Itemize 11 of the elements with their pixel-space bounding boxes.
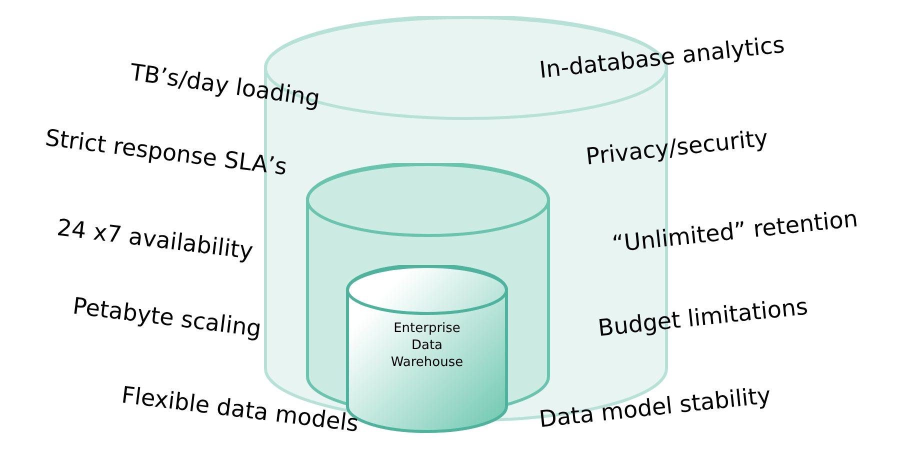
feature-label: Privacy/security (584, 124, 770, 172)
feature-label: 24 x7 availability (55, 214, 255, 266)
feature-label: Flexible data models (120, 382, 360, 438)
feature-label: Data model stability (538, 382, 772, 434)
feature-label: In-database analytics (538, 31, 786, 85)
node-label: Enterprise Data Warehouse (390, 320, 464, 371)
feature-label: TB’s/day loading (128, 58, 322, 114)
feature-label: “Unlimited” retention (610, 205, 860, 259)
feature-label: Strict response SLA’s (44, 124, 288, 182)
feature-label: Budget limitations (596, 293, 810, 343)
feature-label: Petabyte scaling (71, 292, 263, 344)
